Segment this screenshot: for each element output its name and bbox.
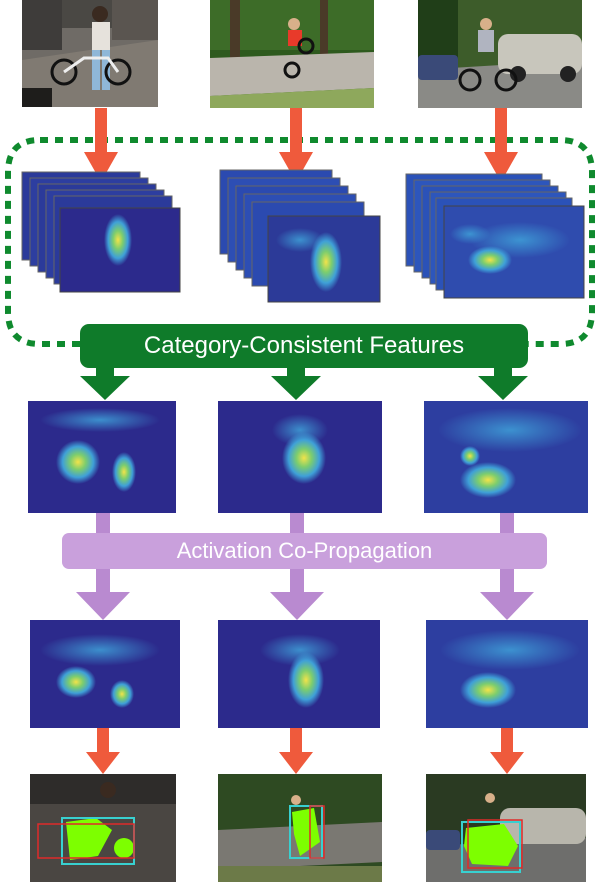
green-arrow-2 <box>271 366 321 400</box>
feature-stack-3 <box>405 173 585 299</box>
result-photo-2 <box>218 774 382 882</box>
activation-map-3 <box>424 401 588 513</box>
features-label-text: Category-Consistent Features <box>143 332 465 359</box>
green-arrow-1 <box>80 366 130 400</box>
red-arrow-3 <box>484 108 518 182</box>
red-arrow-1 <box>84 108 118 182</box>
result-photo-1 <box>30 774 176 882</box>
input-photo-3 <box>418 0 582 108</box>
green-arrow-3 <box>478 366 528 400</box>
category-consistent-features-label: Category-Consistent Features <box>80 324 528 368</box>
propagation-label-text: Activation Co-Propagation <box>176 538 433 563</box>
activation-map-1 <box>28 401 176 513</box>
propagated-map-2 <box>218 620 380 728</box>
input-photo-2 <box>210 0 374 108</box>
red-arrow-2 <box>279 108 313 182</box>
input-photo-1 <box>22 0 158 107</box>
propagated-map-1 <box>30 620 180 728</box>
activation-co-propagation-label: Activation Co-Propagation <box>62 533 547 569</box>
red-arrow-4 <box>86 728 120 774</box>
red-arrow-6 <box>490 728 524 774</box>
feature-region-border <box>5 137 595 347</box>
propagated-map-3 <box>426 620 588 728</box>
feature-stack-2 <box>219 169 381 303</box>
activation-map-2 <box>218 401 382 513</box>
feature-stack-1 <box>21 171 181 293</box>
red-arrow-5 <box>279 728 313 774</box>
result-photo-3 <box>426 774 586 882</box>
